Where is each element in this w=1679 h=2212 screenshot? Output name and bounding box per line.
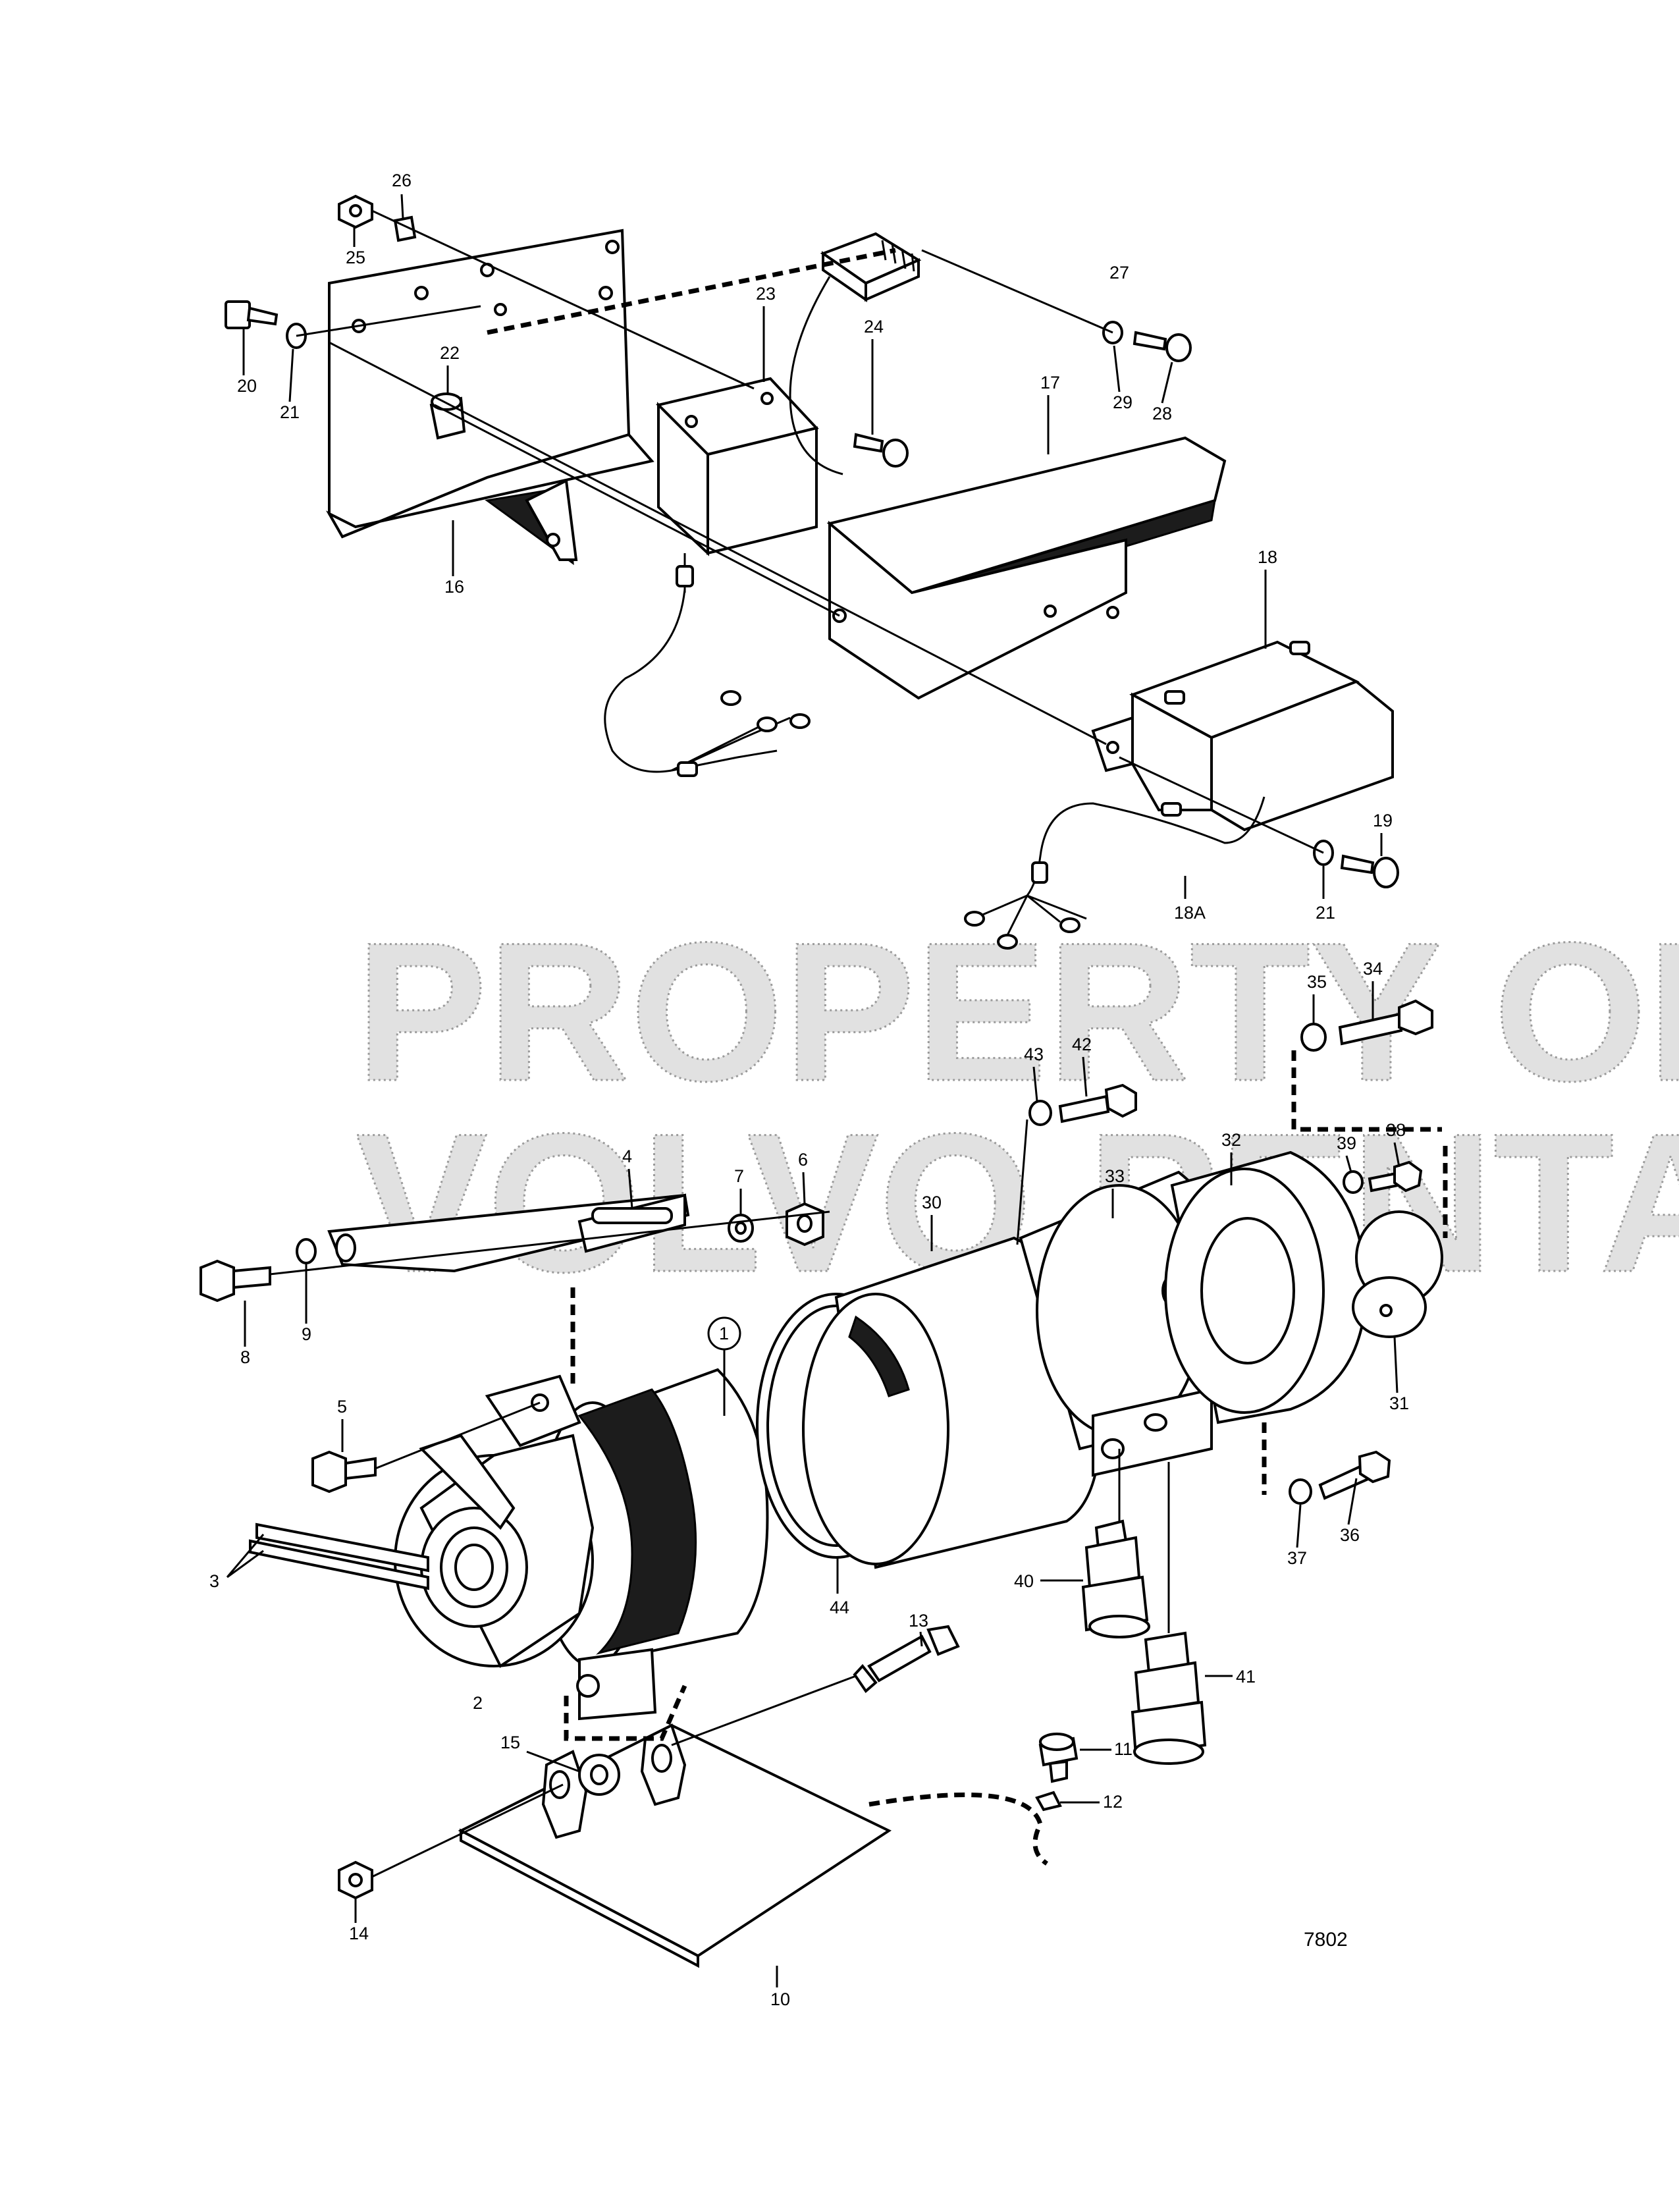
label-30: 30 [922, 1193, 942, 1212]
regulator-18 [1091, 640, 1394, 832]
bolt-34 [1338, 999, 1433, 1046]
label-35: 35 [1307, 972, 1327, 992]
label-13: 13 [909, 1611, 928, 1631]
label-22: 22 [440, 343, 460, 363]
label-27: 27 [1109, 263, 1129, 283]
label-42: 42 [1072, 1035, 1092, 1054]
adapter-30 [802, 1236, 1102, 1569]
label-41: 41 [1236, 1667, 1256, 1686]
leader-line-arm [269, 1210, 830, 1276]
label-15: 15 [500, 1733, 520, 1752]
label-32: 32 [1221, 1130, 1241, 1150]
label-23: 23 [756, 284, 776, 304]
screw-24 [853, 433, 909, 468]
bolt-20 [225, 300, 279, 329]
washer-7 [728, 1214, 754, 1243]
label-6: 6 [798, 1150, 808, 1170]
label-9: 9 [302, 1324, 311, 1344]
voltage-regulator-23 [656, 377, 819, 593]
label-38: 38 [1386, 1120, 1406, 1140]
cap-31 [1352, 1210, 1443, 1338]
alternator-1 [394, 1368, 769, 1721]
callout-circle-1 [707, 1316, 741, 1351]
leader-lines-plate [371, 1675, 1049, 1878]
label-7: 7 [734, 1166, 744, 1186]
label-5: 5 [337, 1397, 347, 1416]
callouts: 1 2 3 4 5 6 7 8 9 10 11 12 13 14 15 16 1… [209, 171, 1409, 2009]
label-8: 8 [240, 1347, 250, 1367]
label-33: 33 [1105, 1166, 1125, 1186]
screw-19 [1340, 854, 1399, 888]
bolt-42 [1058, 1083, 1137, 1123]
label-43: 43 [1024, 1044, 1044, 1064]
screw-28 [1133, 331, 1192, 362]
bolt-13 [853, 1625, 960, 1693]
label-18: 18 [1258, 547, 1277, 567]
label-28: 28 [1152, 404, 1172, 423]
watermark-line-2: VOLVO PENTA [356, 1092, 1679, 1313]
label-21-lower: 21 [1316, 903, 1335, 923]
label-20: 20 [237, 376, 257, 396]
fitting-41 [1131, 1462, 1207, 1765]
label-21-top: 21 [280, 402, 300, 422]
label-37: 37 [1287, 1548, 1307, 1568]
cover-32 [1164, 1150, 1368, 1424]
label-36: 36 [1340, 1525, 1360, 1545]
nut-25 [338, 194, 373, 229]
bolt-38 [1368, 1160, 1423, 1193]
washer-12 [1035, 1791, 1062, 1812]
label-40: 40 [1014, 1571, 1034, 1591]
wire-harness-23 [604, 589, 811, 777]
leader-lines-top [296, 209, 1324, 854]
fitting-40 [1081, 1449, 1150, 1638]
label-44: 44 [830, 1598, 849, 1617]
label-39: 39 [1337, 1133, 1356, 1153]
mounting-plate-10 [458, 1723, 892, 1968]
label-10: 10 [770, 1989, 790, 2009]
nut-6 [786, 1202, 824, 1247]
wire-harness-18a [964, 796, 1266, 950]
shield-17 [826, 436, 1227, 700]
label-26: 26 [392, 171, 412, 190]
label-34: 34 [1363, 959, 1383, 979]
label-3: 3 [209, 1571, 219, 1591]
label-14: 14 [349, 1924, 369, 1943]
label-25: 25 [346, 248, 365, 267]
label-19: 19 [1373, 811, 1393, 830]
leader-lines-bolts [1016, 1050, 1448, 1495]
label-16: 16 [444, 577, 464, 597]
figure-number: 7802 [1304, 1929, 1348, 1951]
washer-37 [1289, 1478, 1312, 1505]
spacer-22 [429, 392, 466, 440]
label-11: 11 [1114, 1739, 1133, 1759]
label-31: 31 [1389, 1393, 1409, 1413]
washer-43 [1028, 1100, 1052, 1126]
label-29: 29 [1113, 392, 1133, 412]
spacer-15 [578, 1754, 620, 1796]
mounting-bracket-16 [325, 229, 654, 566]
watermark: PROPERTY OF VOLVO PENTA [355, 900, 1679, 1314]
bolt-11 [1038, 1733, 1079, 1783]
leader-line-bolt-5 [375, 1401, 541, 1470]
label-24: 24 [864, 317, 884, 337]
label-12: 12 [1103, 1792, 1123, 1812]
label-1: 1 [719, 1324, 729, 1343]
label-2: 2 [473, 1693, 483, 1713]
watermark-line-1: PROPERTY OF [356, 901, 1679, 1122]
bolt-5 [311, 1450, 377, 1494]
label-17: 17 [1040, 373, 1060, 392]
bolt-36 [1318, 1450, 1391, 1500]
label-4: 4 [622, 1146, 632, 1166]
label-18a: 18A [1174, 903, 1206, 923]
washer-35 [1300, 1023, 1327, 1052]
bolt-8 [200, 1259, 271, 1303]
washer-39 [1343, 1170, 1364, 1194]
nut-14 [338, 1860, 373, 1900]
washer-9 [296, 1238, 317, 1264]
